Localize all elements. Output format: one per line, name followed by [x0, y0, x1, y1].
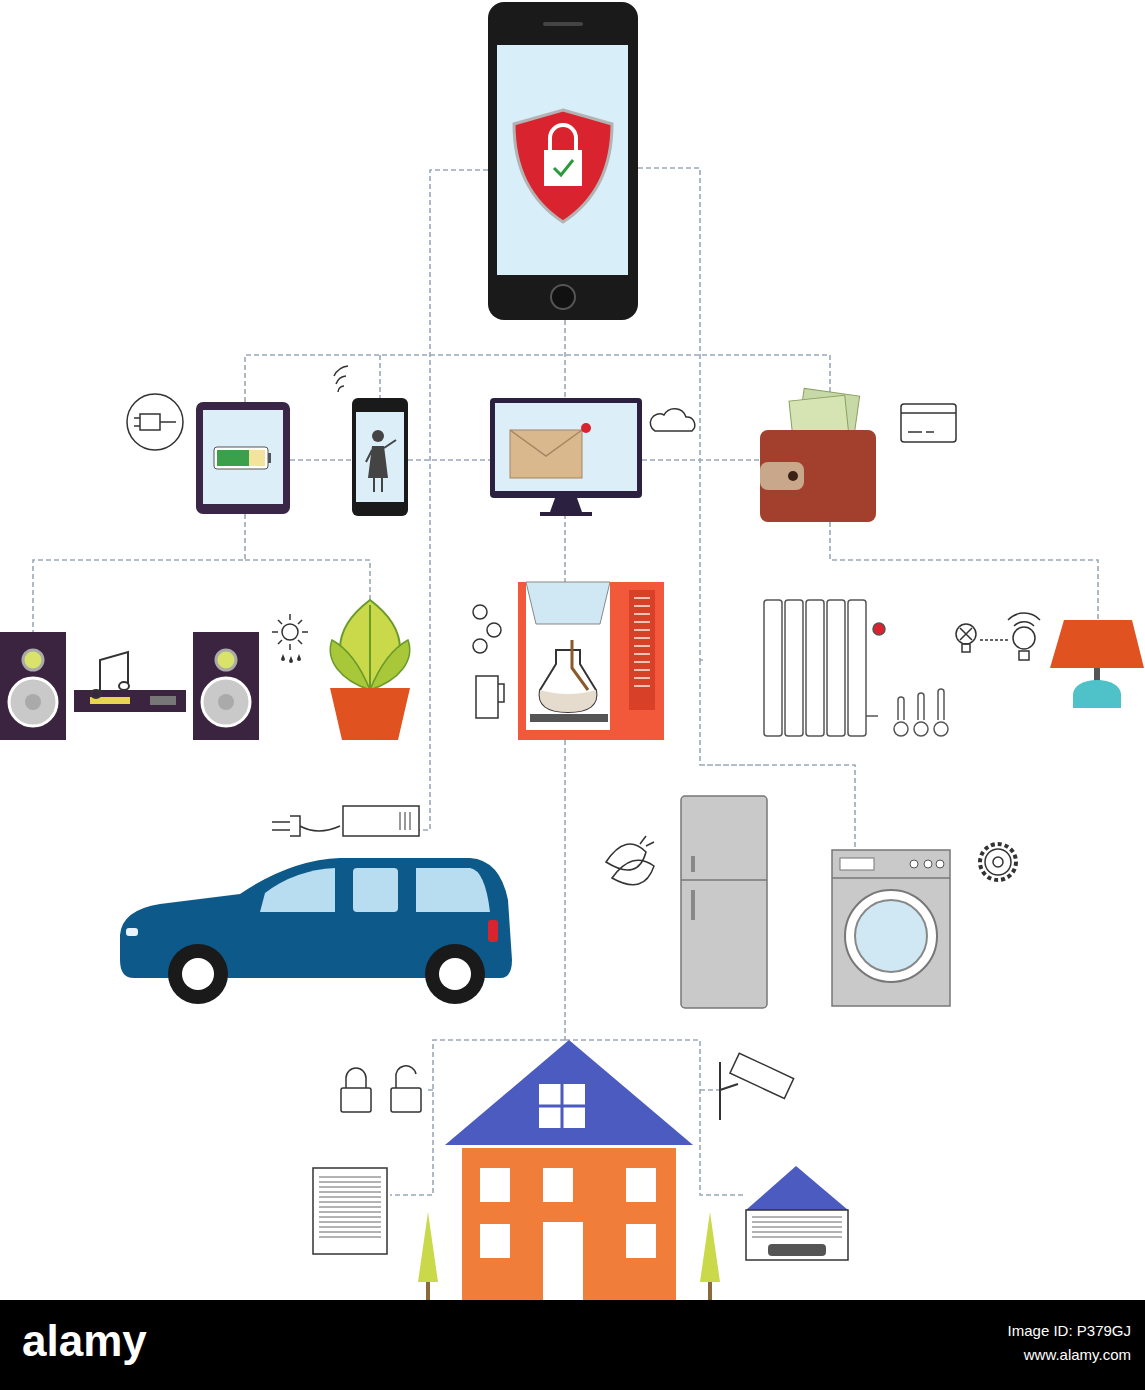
lamp-lighting	[956, 613, 1144, 708]
tablet-battery	[127, 394, 290, 514]
coffee-maker	[473, 582, 664, 740]
electric-car	[120, 806, 512, 1004]
smart-house	[313, 1040, 848, 1300]
child-phone	[334, 366, 408, 516]
radiator	[764, 600, 948, 736]
audio-system	[0, 632, 259, 740]
kitchen-appliances	[606, 796, 1016, 1008]
wallet	[760, 388, 956, 522]
monitor-email	[490, 398, 695, 516]
plant-watering	[272, 600, 410, 740]
network-lines	[33, 168, 1098, 1195]
footer-bar	[0, 1300, 1145, 1390]
watermark-logo: alamy	[22, 1316, 147, 1366]
smartphone	[488, 2, 638, 320]
source-url: www.alamy.com	[1024, 1346, 1131, 1363]
image-id: Image ID: P379GJ	[1008, 1322, 1131, 1339]
